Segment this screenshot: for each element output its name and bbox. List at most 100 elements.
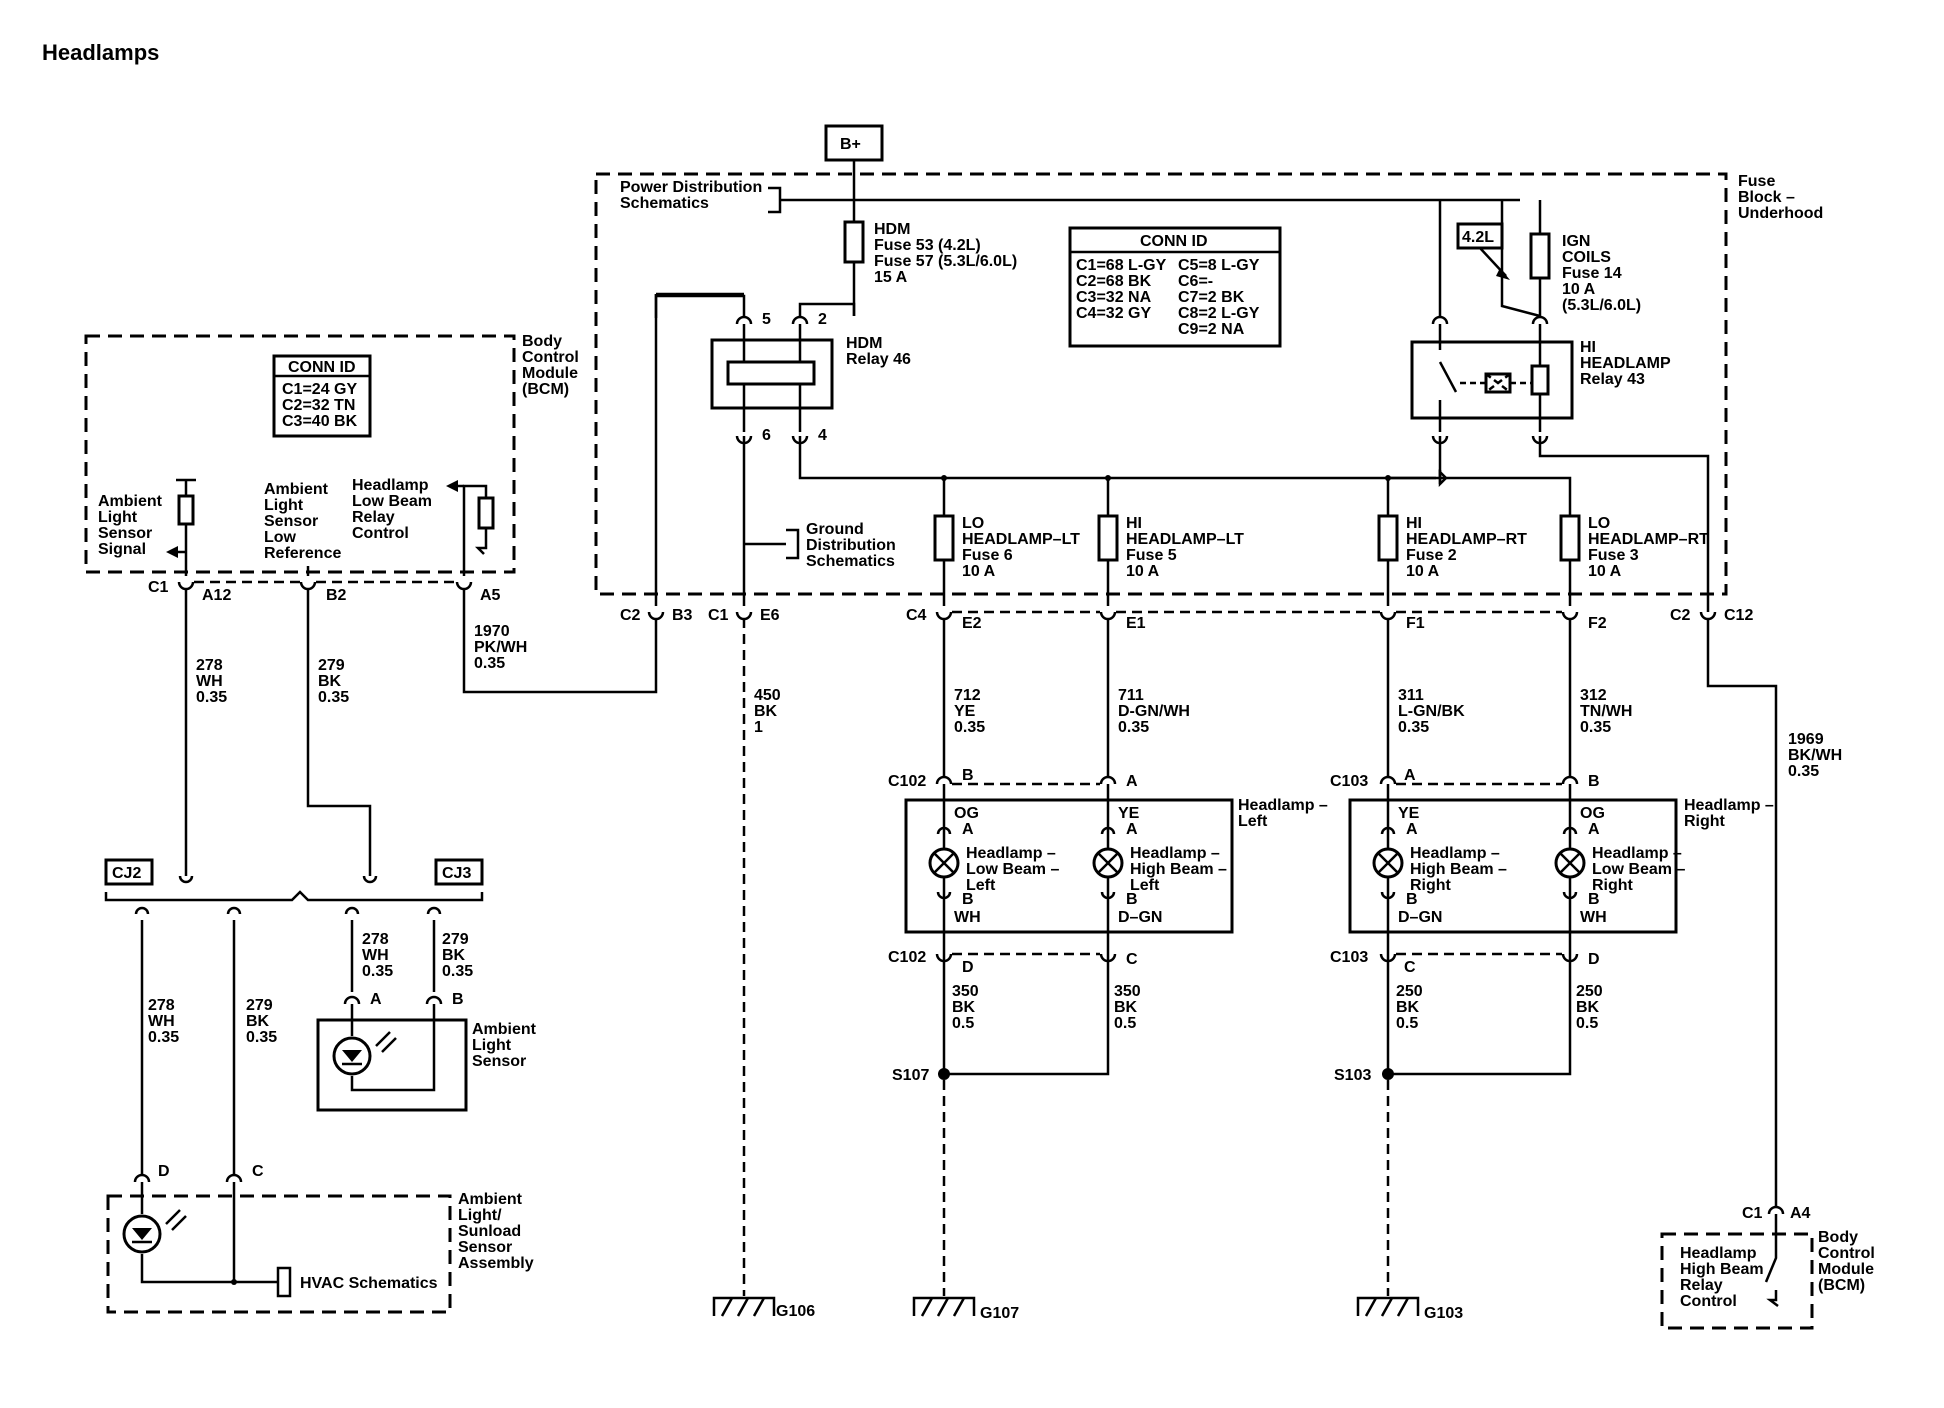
hdm-fuse-symbol	[843, 220, 865, 264]
bus-junction-1	[941, 475, 947, 481]
gds-label-2: Distribution	[806, 537, 896, 554]
g107-label: G107	[980, 1305, 1019, 1322]
conn-id-bcm-table	[272, 354, 372, 438]
bcm-right-box	[1660, 1232, 1814, 1330]
ambient-light-sensor-icon	[332, 1036, 372, 1076]
wire-279-color: BK	[318, 673, 342, 690]
wire-250b-color: BK	[1576, 999, 1600, 1016]
bcm-label-3: Module	[522, 365, 578, 382]
lo-rt-label-2: HEADLAMP–RT	[1588, 531, 1709, 548]
gds-label-3: Schematics	[806, 553, 895, 570]
hdm-pin-5: 5	[762, 311, 771, 328]
wire-711-color: D-GN/WH	[1118, 703, 1190, 720]
wire-279c-num: 279	[442, 931, 469, 948]
alr-label-4: Low	[264, 529, 297, 546]
wire-278-num: 278	[196, 657, 223, 674]
ign-coils-fuse-symbol	[1529, 232, 1551, 280]
s107-label: S107	[892, 1067, 929, 1084]
c102-pin-c: C	[1126, 951, 1138, 968]
wire-250a-size: 0.5	[1396, 1015, 1418, 1032]
hi-relay-label-2: HEADLAMP	[1580, 355, 1671, 372]
sunload-sensor-assembly-box	[106, 1194, 452, 1314]
hi-rt-label-2: HEADLAMP–RT	[1406, 531, 1527, 548]
sunload-sensor-icon	[122, 1214, 162, 1254]
conn-c1-bcm: C1	[148, 579, 169, 596]
lamp-lr-color-top: OG	[1580, 805, 1605, 822]
sensor-pin-a: A	[370, 991, 382, 1008]
wire-278b-color: WH	[148, 1013, 175, 1030]
hbl-2: High Beam –	[1130, 861, 1227, 878]
bcmr-label-2: Control	[1818, 1245, 1875, 1262]
high-beam-left-bulb-icon	[1092, 847, 1124, 879]
wire-278-size: 0.35	[196, 689, 227, 706]
lbr-2: Low Beam –	[1592, 861, 1685, 878]
fuse-block-label-3: Underhood	[1738, 205, 1823, 222]
bcm-box	[84, 334, 516, 574]
llbl-3: Left	[966, 877, 996, 894]
hi-lt-label-4: 10 A	[1126, 563, 1160, 580]
cj2-label: CJ2	[112, 865, 141, 882]
wire-250b-size: 0.5	[1576, 1015, 1598, 1032]
ground-g103-icon	[1356, 1296, 1420, 1317]
hdm-pin-2: 2	[818, 311, 827, 328]
hbr-1: Headlamp –	[1410, 845, 1500, 862]
wire-278c-num: 278	[362, 931, 389, 948]
hdm-pin-4: 4	[818, 427, 827, 444]
hdm-relay-coil	[726, 360, 816, 386]
bus-junction-2	[1105, 475, 1111, 481]
alsens-label-2: Light	[472, 1037, 512, 1054]
hdm-fuse-label-2: Fuse 53 (4.2L)	[874, 237, 981, 254]
hdm-fuse-label-3: Fuse 57 (5.3L/6.0L)	[874, 253, 1017, 270]
lamp-hr-color-bot: D–GN	[1398, 909, 1442, 926]
lamp-hl-pin-b: B	[1126, 891, 1138, 908]
wire-278c-size: 0.35	[362, 963, 393, 980]
wire-1970-num: 1970	[474, 623, 510, 640]
ign-label-5: (5.3L/6.0L)	[1562, 297, 1641, 314]
llbl-1: Headlamp –	[966, 845, 1056, 862]
hvac-schematics-label: HVAC Schematics	[300, 1275, 438, 1292]
pin-e6: E6	[760, 607, 780, 624]
lo-lt-label-2: HEADLAMP–LT	[962, 531, 1080, 548]
s103-label: S103	[1334, 1067, 1371, 1084]
wire-712-color: YE	[954, 703, 976, 720]
alr-label-2: Light	[264, 497, 304, 514]
g103-label: G103	[1424, 1305, 1463, 1322]
wire-312-size: 0.35	[1580, 719, 1611, 736]
wire-250a-color: BK	[1396, 999, 1420, 1016]
lamp-hr-color-top: YE	[1398, 805, 1420, 822]
low-beam-left-bulb-icon	[928, 847, 960, 879]
alr-label-3: Sensor	[264, 513, 318, 530]
conn-bcm-row-1: C2=32 TN	[282, 397, 355, 414]
pin-e2: E2	[962, 615, 982, 632]
cj3-label: CJ3	[442, 865, 471, 882]
splice-s107	[938, 1068, 950, 1080]
wire-278c-color: WH	[362, 947, 389, 964]
gds-label-1: Ground	[806, 521, 864, 538]
cj2-box	[104, 858, 154, 886]
wire-1969-size: 0.35	[1788, 763, 1819, 780]
wire-250b-num: 250	[1576, 983, 1603, 1000]
bcm-label-2: Control	[522, 349, 579, 366]
ground-g106-icon	[712, 1296, 776, 1317]
wire-712-num: 712	[954, 687, 981, 704]
lo-lt-label-4: 10 A	[962, 563, 996, 580]
bcm-label-4: (BCM)	[522, 381, 569, 398]
pin-a4: A4	[1790, 1205, 1811, 1222]
c103-pin-c: C	[1404, 959, 1416, 976]
conn-fuse-left-0: C1=68 L-GY	[1076, 257, 1167, 274]
lo-rt-label-3: Fuse 3	[1588, 547, 1639, 564]
lamp-lr-pin-a: A	[1588, 821, 1600, 838]
alsa-label-5: Assembly	[458, 1255, 534, 1272]
option-4-2l-label: 4.2L	[1462, 229, 1494, 246]
pds-label-1: Power Distribution	[620, 179, 762, 196]
hlb-label-2: Low Beam	[352, 493, 432, 510]
wire-278-color: WH	[196, 673, 223, 690]
ign-label-2: COILS	[1562, 249, 1611, 266]
lamp-lr-pin-b: B	[1588, 891, 1600, 908]
hhb-label-1: Headlamp	[1680, 1245, 1757, 1262]
c103-pin-b: B	[1588, 773, 1600, 790]
hl-right-label-1: Headlamp –	[1684, 797, 1774, 814]
wire-312-num: 312	[1580, 687, 1607, 704]
bus-junction-3	[1385, 475, 1391, 481]
conn-c1-bcm-right: C1	[1742, 1205, 1763, 1222]
